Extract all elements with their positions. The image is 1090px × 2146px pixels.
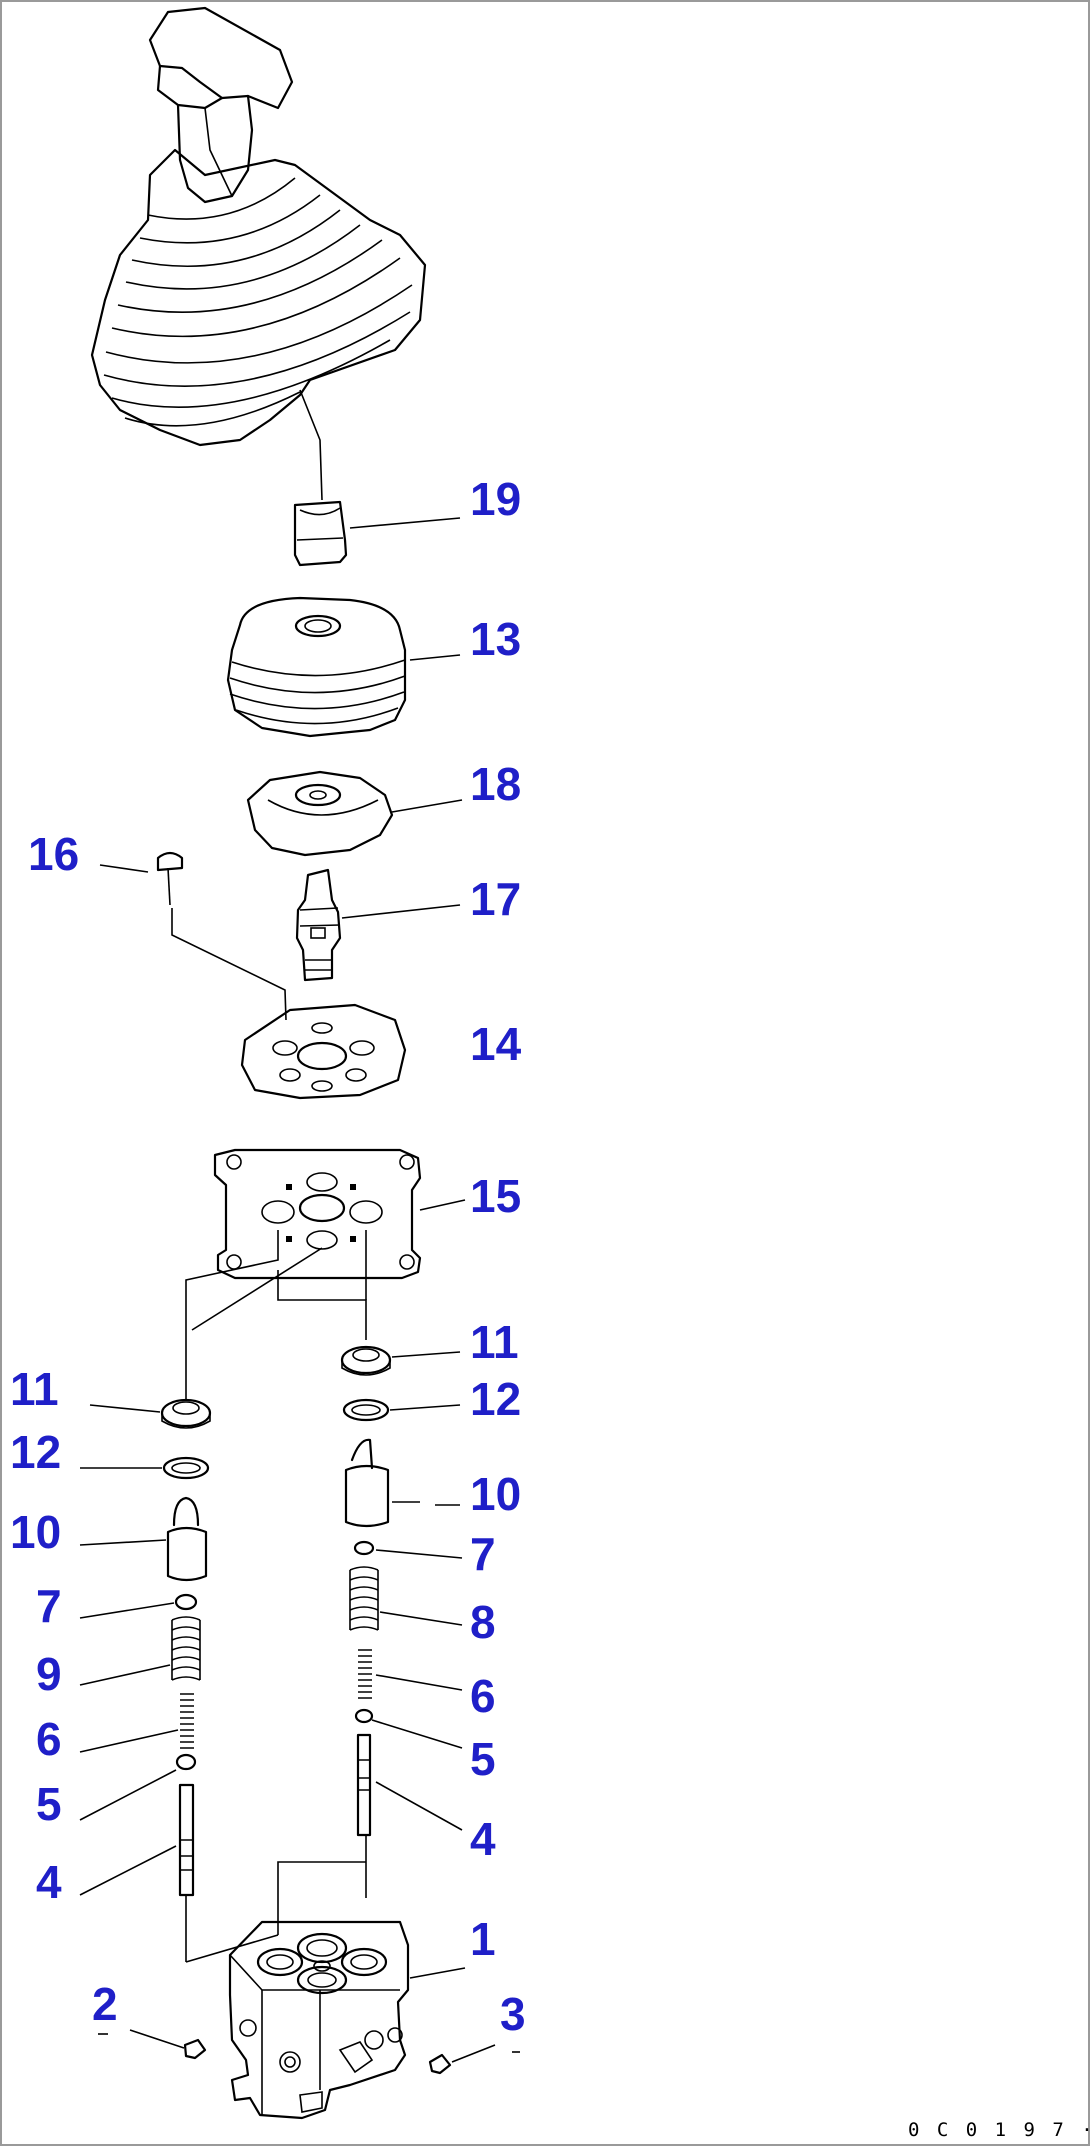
- callout-18: 18: [470, 758, 521, 810]
- guide-body-top: [277, 1861, 366, 1935]
- part-14-cam: [240, 1003, 407, 1100]
- leader-1: [409, 1967, 466, 1979]
- part-8-spring: [349, 1566, 379, 1631]
- leader-5-right: [371, 1719, 463, 1749]
- part-3-plug: [428, 2053, 452, 2075]
- part-4-left-spool: [178, 1783, 195, 1897]
- leader-6-right: [375, 1674, 463, 1691]
- callout-4-left: 4: [36, 1856, 62, 1908]
- part-11-right-seal: [340, 1345, 392, 1376]
- callout-16: 16: [28, 828, 79, 880]
- callout-10-right: 10: [470, 1468, 521, 1520]
- part-10-left-piston: [166, 1496, 208, 1582]
- leader-16-down: [171, 908, 287, 1021]
- callout-15: 15: [470, 1170, 521, 1222]
- leader-18: [391, 799, 463, 813]
- part-5-left-seat: [175, 1753, 197, 1771]
- callout-1: 1: [470, 1913, 496, 1965]
- part-16-pin: [156, 851, 184, 906]
- callout-11-left: 11: [10, 1363, 59, 1415]
- callout-7-left: 7: [36, 1580, 62, 1632]
- leader-4-left: [79, 1845, 177, 1896]
- callout-14: 14: [470, 1018, 522, 1070]
- callout-8: 8: [470, 1596, 496, 1648]
- callout-12-right: 12: [470, 1373, 521, 1425]
- leader-13: [409, 654, 461, 661]
- part-7-right-washer: [353, 1540, 375, 1556]
- boot-to-19-leader: [299, 389, 323, 501]
- leader-3: [451, 2044, 496, 2063]
- leader-8: [379, 1611, 463, 1626]
- callout-2: 2: [92, 1978, 118, 2030]
- part-13-cover: [226, 596, 407, 738]
- part-10-right-piston: [344, 1438, 390, 1528]
- guide-right-from-15: [277, 1270, 367, 1340]
- callout-4-right: 4: [470, 1813, 496, 1865]
- callout-3: 3: [500, 1988, 526, 2040]
- callout-12-left: 12: [10, 1426, 61, 1478]
- lever-and-boot: [90, 6, 427, 447]
- leader-11-right: [391, 1351, 461, 1358]
- leader-10-left: [79, 1539, 167, 1546]
- part-6-right-spring: [358, 1649, 372, 1699]
- part-17-joint: [295, 868, 342, 982]
- part-1-body: [228, 1920, 410, 2120]
- part-2-plug: [183, 2038, 207, 2060]
- leader-4-right: [375, 1781, 463, 1831]
- part-6-left-spring: [180, 1693, 194, 1749]
- part-4-right-spool: [356, 1733, 372, 1837]
- callout-5-left: 5: [36, 1778, 62, 1830]
- callout-19: 19: [470, 473, 521, 525]
- leader-19: [349, 517, 461, 529]
- leader-7-right: [375, 1549, 463, 1559]
- part-15-plate: [213, 1148, 422, 1280]
- part-9-spring: [171, 1616, 201, 1681]
- callout-10-left: 10: [10, 1506, 61, 1558]
- part-11-left-seal: [160, 1398, 212, 1429]
- leader-7-left: [79, 1602, 175, 1619]
- callout-6-left: 6: [36, 1713, 62, 1765]
- part-12-right-ring: [342, 1398, 390, 1422]
- callout-17: 17: [470, 873, 521, 925]
- leader-16-dash: [99, 864, 149, 873]
- guide-left-from-15: [185, 1230, 279, 1400]
- drawing-code: 0 C 0 1 9 7 · 0: [908, 2119, 1090, 2141]
- part-5-right-seat: [354, 1708, 374, 1724]
- part-12-left-ring: [162, 1456, 210, 1480]
- callout-7-right: 7: [470, 1528, 496, 1580]
- callout-9: 9: [36, 1648, 62, 1700]
- guide-left-diagonal: [191, 1247, 323, 1331]
- guide-body-diag: [185, 1934, 279, 1963]
- leader-11-left: [89, 1404, 161, 1413]
- leader-15: [419, 1199, 466, 1211]
- callout-13: 13: [470, 613, 521, 665]
- part-7-left-washer: [174, 1593, 198, 1611]
- callout-5-right: 5: [470, 1733, 496, 1785]
- leader-5-left: [79, 1769, 177, 1821]
- leader-17: [341, 904, 461, 919]
- callout-6-right: 6: [470, 1670, 496, 1722]
- part-19-nut: [293, 500, 348, 567]
- leader-12-right: [389, 1404, 461, 1411]
- leader-6-left: [79, 1729, 179, 1753]
- leader-2: [129, 2029, 185, 2049]
- part-18-plate: [246, 770, 394, 857]
- callout-11-right: 11: [470, 1316, 519, 1368]
- leader-9: [79, 1664, 171, 1686]
